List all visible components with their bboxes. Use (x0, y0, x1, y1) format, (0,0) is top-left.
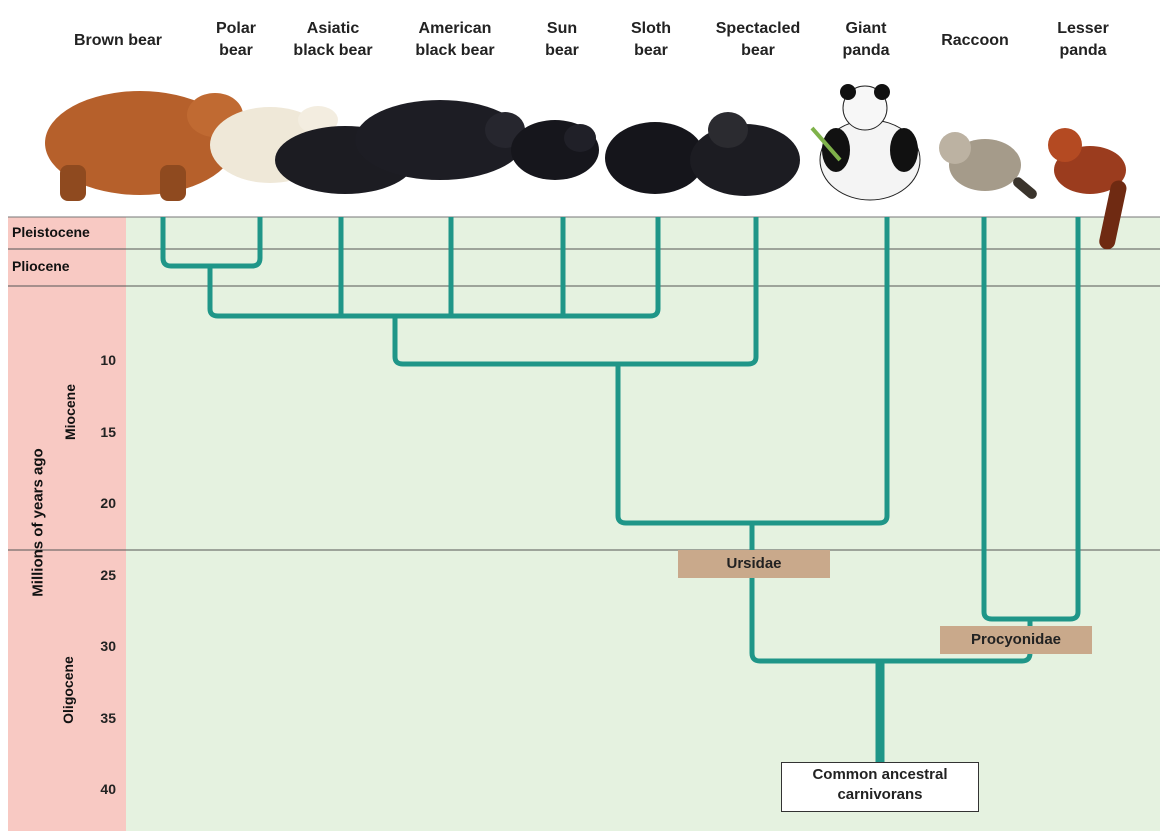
tick-35: 35 (100, 710, 116, 726)
clade-ursidae: Ursidae (678, 550, 830, 578)
epoch-oligocene: Oligocene (60, 656, 76, 724)
giant-panda-illustration (810, 84, 921, 201)
tick-25: 25 (100, 567, 116, 583)
label-asiatic-black-bear: Asiatic black bear (293, 20, 373, 59)
root-common-ancestor: Common ancestral carnivorans (781, 762, 979, 812)
label-polar-bear: Polar bear (215, 20, 256, 59)
lesser-panda-illustration (1048, 128, 1127, 250)
label-sun-bear: Sun bear (545, 20, 579, 59)
tick-30: 30 (100, 638, 116, 654)
epoch-pliocene: Pliocene (12, 258, 70, 274)
label-giant-panda: Giant panda (842, 20, 890, 59)
sloth-bear-illustration (605, 122, 705, 194)
branch-spectacled (392, 217, 759, 367)
tick-10: 10 (100, 352, 116, 368)
raccoon-illustration (939, 132, 1037, 199)
branches (160, 217, 1081, 764)
tick-15: 15 (100, 424, 116, 440)
branch-procyonidae (981, 217, 1081, 622)
tick-40: 40 (100, 781, 116, 797)
epoch-pleistocene: Pleistocene (12, 224, 90, 240)
label-american-black-bear: American black bear (415, 20, 495, 59)
branch-asiatic-american (338, 217, 566, 316)
branch-ursidae-stem (749, 523, 1033, 664)
american-black-bear-illustration (355, 100, 525, 180)
epoch-miocene: Miocene (62, 384, 78, 441)
label-spectacled-bear: Spectacled bear (715, 20, 801, 59)
sun-bear-illustration (511, 120, 599, 180)
label-lesser-panda: Lesser panda (1057, 20, 1109, 59)
branch-ursus-group (207, 217, 661, 319)
spectacled-bear-illustration (690, 112, 800, 196)
label-brown-bear: Brown bear (73, 32, 162, 49)
label-sloth-bear: Sloth bear (631, 20, 671, 59)
y-axis-title: Millions of years ago (29, 448, 47, 597)
epoch-band (8, 217, 126, 831)
label-raccoon: Raccoon (941, 32, 1009, 49)
clade-procyonidae: Procyonidae (940, 626, 1092, 654)
tick-20: 20 (100, 495, 116, 511)
